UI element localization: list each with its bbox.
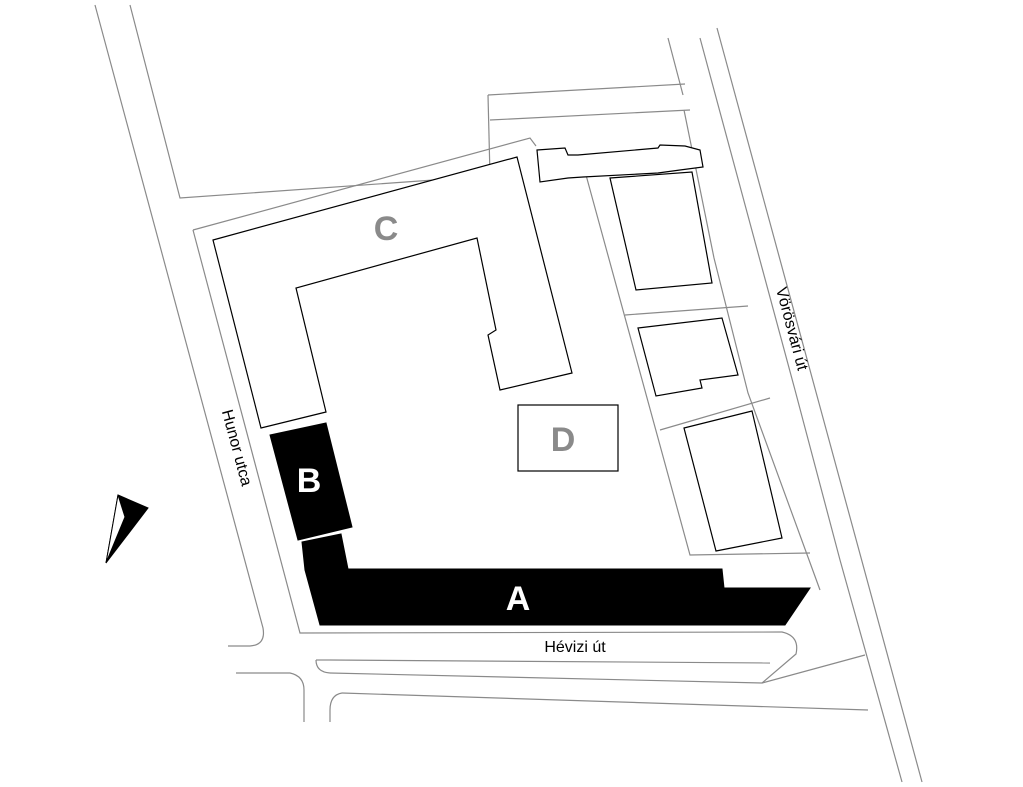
building-b-shape: [269, 422, 353, 541]
vorosvari-inner-top: [667, 37, 684, 96]
east-building-1: [609, 171, 713, 291]
vorosvari-inner: [683, 109, 821, 591]
north-boundary-1: [487, 83, 686, 96]
north-boundary-3: [487, 94, 491, 177]
building-c-label: C: [374, 210, 399, 248]
site-boundary-north: [192, 137, 537, 231]
building-d-label: D: [551, 421, 576, 459]
street-label-hunor-utca: Hunor utca: [218, 408, 255, 488]
vorosvari-mid-1: [699, 37, 796, 391]
building-b-label: B: [297, 462, 322, 500]
east-building-3: [683, 410, 783, 552]
east-plot-divider-1: [624, 305, 749, 316]
north-arrow-icon-light: [105, 494, 126, 564]
building-c-outline: [212, 156, 573, 429]
building-labels: C D B A: [297, 210, 576, 618]
building-a-shape: [301, 533, 811, 626]
outline-buildings: [212, 144, 783, 552]
east-plot-divider-2: [659, 397, 771, 431]
building-d-outline: [517, 404, 619, 472]
building-a-label: A: [506, 580, 531, 618]
north-arrow-icon: [105, 494, 149, 564]
vorosvari-mid-2: [794, 389, 903, 783]
site-boundary-west-south: [192, 229, 798, 684]
east-plots-west-edge: [585, 174, 811, 556]
hevizi-ut-east: [761, 654, 866, 684]
street-label-hevizi-ut: Hévizi út: [544, 639, 606, 656]
hevizi-ut-corner-west: [236, 672, 305, 722]
hunor-utca-west-edge: [94, 4, 265, 647]
hunor-utca-east-edge: [129, 4, 491, 199]
east-building-2: [637, 317, 739, 397]
street-label-vorosvari-ut: Vörösvári út: [772, 285, 811, 372]
hevizi-ut-kerb: [315, 659, 331, 674]
hevizi-ut-corner-east: [329, 692, 343, 722]
north-boundary-2: [489, 109, 691, 121]
hevizi-ut-south: [341, 692, 869, 711]
road-outlines: [94, 4, 923, 783]
small-buildings-north: [536, 144, 704, 183]
vorosvari-outer: [716, 27, 923, 783]
highlighted-buildings: [269, 422, 811, 626]
hevizi-ut-north: [329, 659, 771, 664]
